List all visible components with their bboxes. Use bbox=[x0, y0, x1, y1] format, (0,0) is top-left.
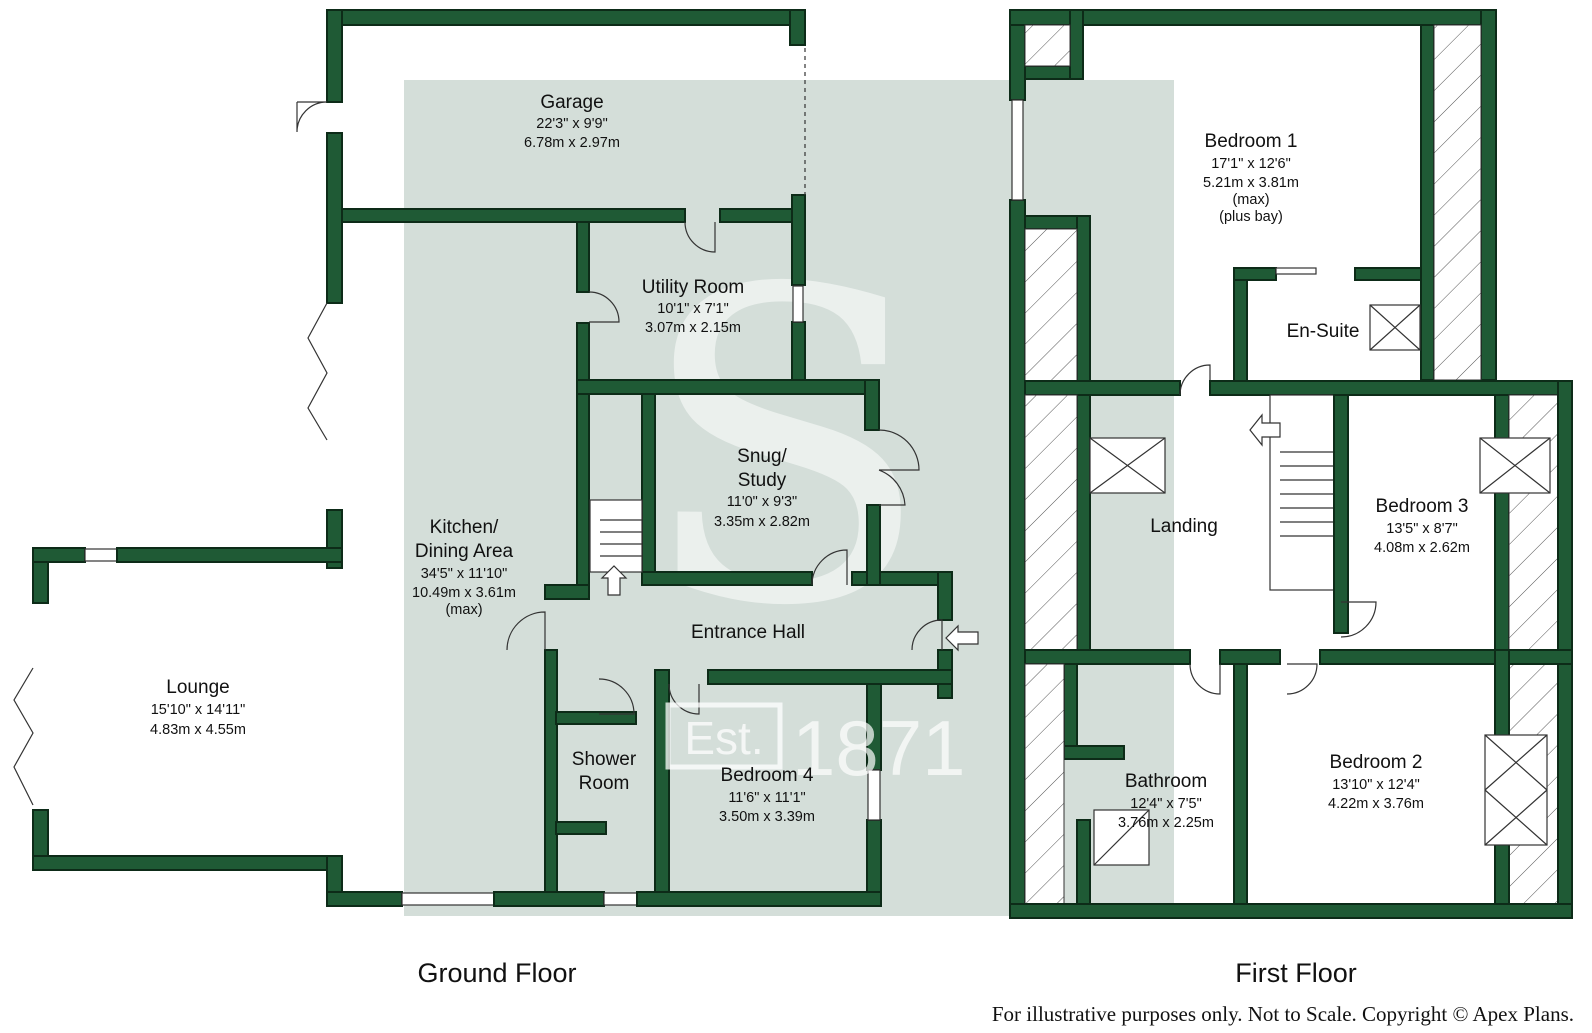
svg-text:Room: Room bbox=[579, 773, 630, 794]
svg-text:4.08m x 2.62m: 4.08m x 2.62m bbox=[1374, 540, 1470, 556]
room-bedroom-1: Bedroom 1 17'1" x 12'6" 5.21m x 3.81m (m… bbox=[1203, 131, 1299, 225]
svg-text:6.78m x 2.97m: 6.78m x 2.97m bbox=[524, 135, 620, 151]
room-bathroom: Bathroom 12'4" x 7'5" 3.76m x 2.25m bbox=[1118, 771, 1214, 831]
first-floor-label: First Floor bbox=[1235, 958, 1357, 988]
room-entrance-hall: Entrance Hall bbox=[691, 622, 805, 643]
room-utility: Utility Room 10'1" x 7'1" 3.07m x 2.15m bbox=[642, 277, 744, 336]
room-en-suite: En-Suite bbox=[1287, 321, 1360, 342]
ground-floor-label: Ground Floor bbox=[417, 958, 576, 988]
first-floor-plan bbox=[1009, 9, 1573, 919]
svg-text:34'5" x 11'10": 34'5" x 11'10" bbox=[421, 566, 508, 582]
svg-text:(plus bay): (plus bay) bbox=[1219, 209, 1283, 225]
svg-text:11'6" x 11'1": 11'6" x 11'1" bbox=[728, 790, 805, 806]
room-landing: Landing bbox=[1150, 516, 1218, 537]
svg-text:15'10" x 14'11": 15'10" x 14'11" bbox=[151, 702, 246, 718]
svg-text:Est.: Est. bbox=[684, 712, 763, 764]
room-kitchen-dining: Kitchen/ Dining Area 34'5" x 11'10" 10.4… bbox=[412, 517, 516, 618]
svg-text:Garage: Garage bbox=[540, 92, 603, 113]
svg-text:3.50m x 3.39m: 3.50m x 3.39m bbox=[719, 809, 815, 825]
svg-text:Entrance Hall: Entrance Hall bbox=[691, 622, 805, 643]
svg-text:Landing: Landing bbox=[1150, 516, 1218, 537]
svg-text:13'5" x 8'7": 13'5" x 8'7" bbox=[1386, 521, 1457, 537]
svg-text:12'4" x 7'5": 12'4" x 7'5" bbox=[1130, 796, 1201, 812]
room-snug-study: Snug/ Study 11'0" x 9'3" 3.35m x 2.82m bbox=[714, 446, 810, 530]
svg-text:Bedroom 4: Bedroom 4 bbox=[721, 765, 814, 786]
svg-text:3.07m x 2.15m: 3.07m x 2.15m bbox=[645, 320, 741, 336]
svg-text:13'10" x 12'4": 13'10" x 12'4" bbox=[1332, 777, 1420, 793]
copyright-disclaimer: For illustrative purposes only. Not to S… bbox=[992, 1002, 1574, 1026]
room-lounge: Lounge 15'10" x 14'11" 4.83m x 4.55m bbox=[150, 677, 246, 738]
room-bedroom-3: Bedroom 3 13'5" x 8'7" 4.08m x 2.62m bbox=[1374, 496, 1470, 556]
room-bedroom-2: Bedroom 2 13'10" x 12'4" 4.22m x 3.76m bbox=[1328, 752, 1424, 812]
svg-text:10.49m x 3.61m: 10.49m x 3.61m bbox=[412, 585, 516, 601]
svg-text:3.35m x 2.82m: 3.35m x 2.82m bbox=[714, 514, 810, 530]
svg-text:11'0" x 9'3": 11'0" x 9'3" bbox=[727, 494, 797, 510]
room-bedroom-4: Bedroom 4 11'6" x 11'1" 3.50m x 3.39m bbox=[719, 765, 815, 825]
svg-text:5.21m x 3.81m: 5.21m x 3.81m bbox=[1203, 175, 1299, 191]
svg-text:Bathroom: Bathroom bbox=[1125, 771, 1207, 792]
svg-text:22'3" x 9'9": 22'3" x 9'9" bbox=[536, 116, 607, 132]
svg-text:(max): (max) bbox=[1232, 192, 1269, 208]
svg-text:10'1" x 7'1": 10'1" x 7'1" bbox=[657, 301, 728, 317]
svg-text:4.22m x 3.76m: 4.22m x 3.76m bbox=[1328, 796, 1424, 812]
svg-text:3.76m x 2.25m: 3.76m x 2.25m bbox=[1118, 815, 1214, 831]
svg-text:Utility Room: Utility Room bbox=[642, 277, 744, 298]
svg-text:4.83m x 4.55m: 4.83m x 4.55m bbox=[150, 722, 246, 738]
svg-text:Shower: Shower bbox=[572, 749, 637, 770]
svg-text:1871: 1871 bbox=[792, 704, 966, 792]
room-shower: Shower Room bbox=[572, 749, 637, 794]
svg-text:En-Suite: En-Suite bbox=[1287, 321, 1360, 342]
svg-text:Dining Area: Dining Area bbox=[415, 541, 514, 562]
svg-text:Lounge: Lounge bbox=[166, 677, 229, 698]
svg-text:Kitchen/: Kitchen/ bbox=[430, 517, 499, 538]
svg-text:Study: Study bbox=[738, 470, 787, 491]
watermark-s-logo: S bbox=[638, 200, 933, 700]
svg-text:(max): (max) bbox=[445, 602, 482, 618]
ground-floor-plan bbox=[13, 9, 979, 907]
svg-text:17'1" x 12'6": 17'1" x 12'6" bbox=[1211, 156, 1291, 172]
svg-text:Snug/: Snug/ bbox=[737, 446, 787, 467]
svg-text:Bedroom 3: Bedroom 3 bbox=[1376, 496, 1469, 517]
svg-text:Bedroom 1: Bedroom 1 bbox=[1205, 131, 1298, 152]
room-garage: Garage 22'3" x 9'9" 6.78m x 2.97m bbox=[524, 92, 620, 151]
svg-text:Bedroom 2: Bedroom 2 bbox=[1330, 752, 1423, 773]
watermark-est-badge: Est. 1871 bbox=[665, 702, 966, 792]
